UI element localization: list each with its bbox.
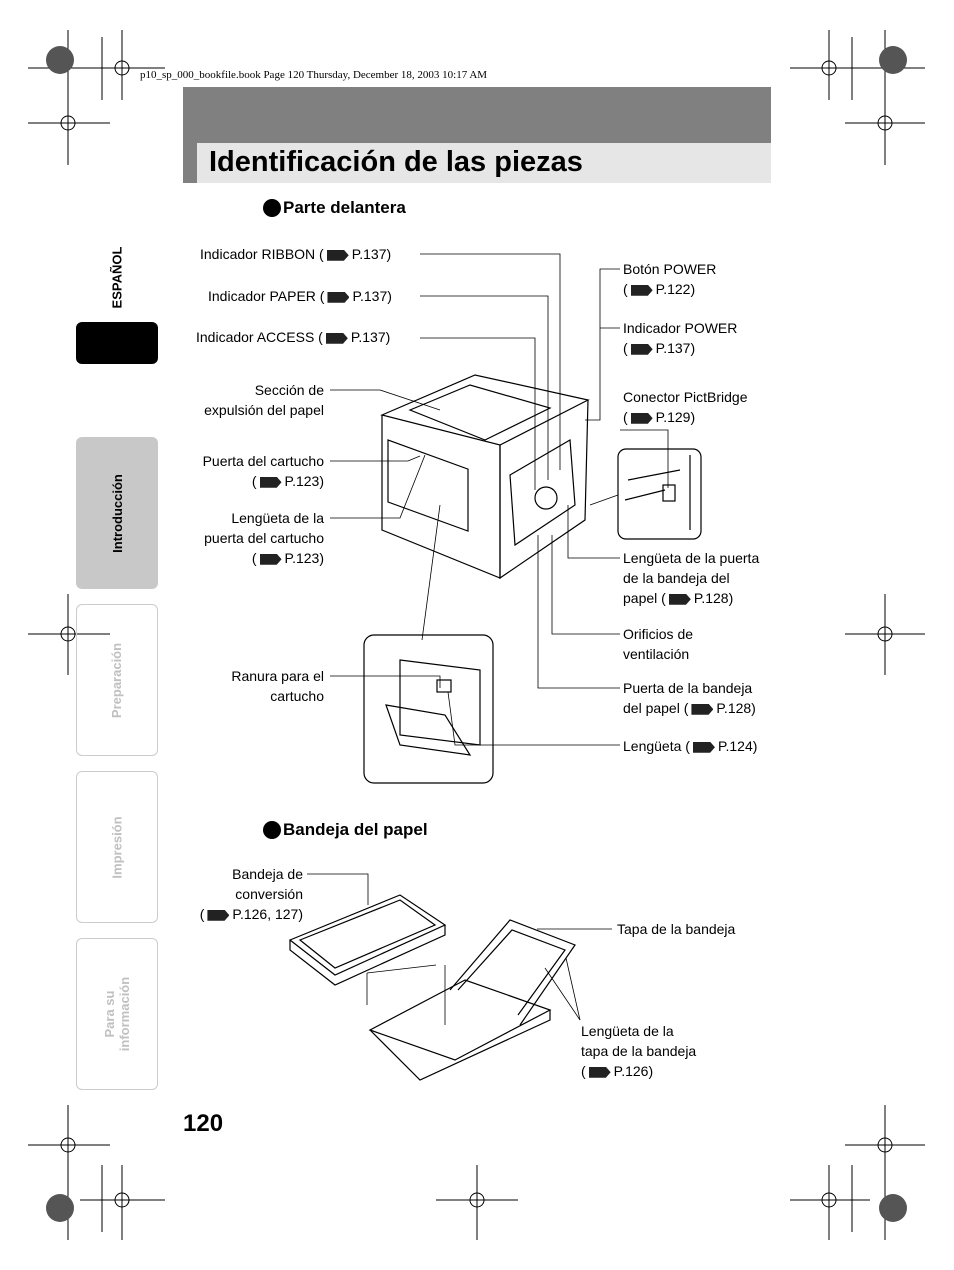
section-front: Parte delantera: [263, 198, 406, 218]
tab-impresion-label: Impresión: [109, 815, 125, 879]
label-power-indicator: Indicador POWER(P.137): [623, 320, 738, 356]
page-ref-icon: [325, 332, 348, 344]
section-front-label: Parte delantera: [283, 198, 406, 217]
section-tray: Bandeja del papel: [263, 820, 428, 840]
tab-info-line2: información: [117, 976, 132, 1052]
tab-language-marker: [76, 322, 158, 364]
tab-language-label: ESPAÑOL: [109, 246, 125, 309]
page-ref-icon: [588, 1066, 611, 1078]
page-ref-icon: [327, 291, 350, 303]
tab-preparacion[interactable]: Preparación: [76, 604, 158, 756]
page-ref-icon: [691, 703, 714, 715]
label-tab: Lengüeta (P.124): [623, 738, 758, 754]
label-tray-cover: Tapa de la bandeja: [617, 921, 736, 937]
label-cartridge-door: Puerta del cartucho(P.123): [202, 453, 324, 489]
page-ref-icon: [326, 249, 349, 261]
page-number: 120: [183, 1110, 224, 1137]
label-paper: Indicador PAPER (P.137): [208, 288, 392, 304]
tab-introduccion[interactable]: Introducción: [76, 437, 158, 589]
page-ref-icon: [259, 553, 282, 565]
title-bar-accent: [183, 143, 197, 183]
page-ref-icon: [692, 741, 715, 753]
bullet-icon: [263, 821, 281, 839]
tab-impresion[interactable]: Impresión: [76, 771, 158, 923]
label-ribbon: Indicador RIBBON (P.137): [200, 246, 392, 262]
tab-language: ESPAÑOL: [76, 230, 158, 325]
section-tray-label: Bandeja del papel: [283, 820, 428, 839]
bullet-icon: [263, 199, 281, 217]
title-bar-top: [183, 87, 771, 143]
page-title: Identificación de las piezas: [209, 146, 583, 178]
title-bar: [183, 143, 771, 183]
page-ref-icon: [259, 476, 282, 488]
tab-introduccion-label: Introducción: [109, 473, 125, 553]
page-ref-icon: [207, 909, 230, 921]
page-ref-icon: [630, 284, 653, 296]
page-ref-icon: [630, 412, 653, 424]
label-access: Indicador ACCESS (P.137): [196, 329, 391, 345]
file-info-header: p10_sp_000_bookfile.book Page 120 Thursd…: [140, 69, 488, 81]
tab-info-line1: Para su: [102, 990, 117, 1038]
page-ref-icon: [668, 593, 691, 605]
label-pictbridge: Conector PictBridge(P.129): [623, 389, 748, 425]
label-power-button: Botón POWER(P.122): [623, 261, 717, 297]
page-ref-icon: [630, 343, 653, 355]
tab-preparacion-label: Preparación: [109, 642, 125, 718]
